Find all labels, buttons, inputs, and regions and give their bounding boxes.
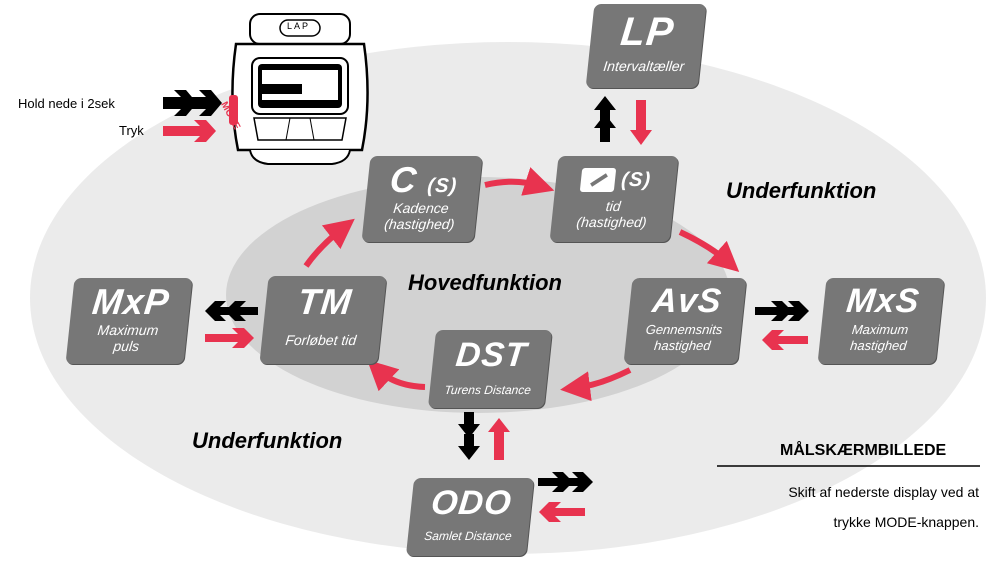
node-tm: TM Forløbet tid	[259, 276, 387, 364]
press-arrow	[163, 120, 216, 142]
node-mxp: MxP Maximum puls	[65, 278, 193, 364]
label-underfunktion-left: Underfunktion	[192, 428, 343, 453]
node-lp: LP Intervaltæller	[585, 4, 707, 88]
node-tid: (S) tid (hastighed)	[549, 156, 679, 242]
stopwatch-icon	[579, 168, 617, 192]
node-avs: AvS Gennemsnits hastighed	[623, 278, 747, 364]
lp-arrows	[594, 96, 652, 145]
mxs-arrows	[755, 301, 809, 350]
node-cadence-abbr: C	[388, 159, 420, 200]
odo-side-arrows	[538, 472, 593, 522]
legend-hold-label: Hold nede i 2sek	[18, 96, 115, 111]
node-dst: DST Turens Distance	[427, 330, 553, 408]
label-hovedfunktion: Hovedfunktion	[408, 270, 562, 295]
node-cadence-suffix: (S)	[426, 175, 459, 197]
watch-lap-label: LAP	[287, 21, 311, 31]
cycle-arrows	[303, 167, 740, 402]
legend-press-label: Tryk	[119, 123, 144, 138]
node-cadence: C (S) Kadence (hastighed)	[361, 156, 483, 242]
node-mxs: MxS Maximum hastighed	[817, 278, 945, 364]
note-line-2: trykke MODE-knappen.	[833, 514, 980, 530]
node-tid-suffix: (S)	[620, 169, 653, 191]
note-line-1: Skift af nederste display ved at	[788, 484, 979, 500]
mxp-arrows	[205, 301, 258, 348]
note-title: MÅLSKÆRMBILLEDE	[780, 442, 947, 459]
watch-icon	[229, 13, 369, 165]
hold-arrow	[163, 90, 222, 116]
label-underfunktion-right: Underfunktion	[726, 178, 877, 203]
node-odo: ODO Samlet Distance	[405, 478, 535, 556]
odo-vertical-arrows	[458, 412, 510, 460]
